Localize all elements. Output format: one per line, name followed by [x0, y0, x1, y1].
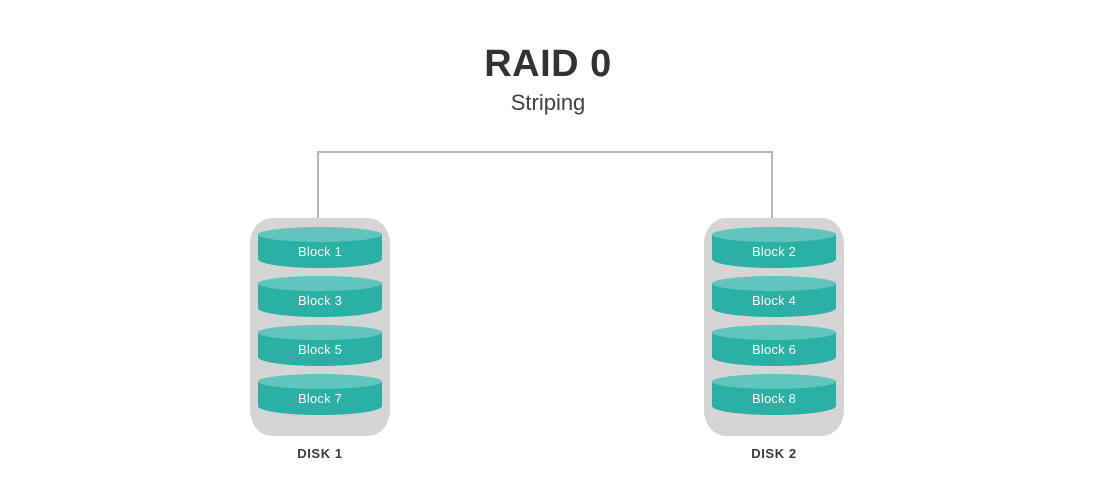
diagram-heading: RAID 0 Striping: [0, 42, 1096, 118]
disk-block[interactable]: Block 6: [712, 325, 836, 369]
disk-block-label: Block 5: [297, 342, 343, 357]
diagram-subtitle: Striping: [510, 90, 586, 115]
disk-block-stack: Block 1 Block 3 Block 5 Block 7: [258, 227, 382, 427]
disk-caption: DISK 2: [751, 446, 797, 461]
disk-block[interactable]: Block 4: [712, 276, 836, 320]
disk-block[interactable]: Block 5: [258, 325, 382, 369]
disk-block[interactable]: Block 8: [712, 374, 836, 418]
cylinder-top-icon: [712, 276, 836, 291]
disk-block-label: Block 8: [751, 391, 797, 406]
cylinder-top-icon: [258, 374, 382, 389]
disk-block[interactable]: Block 2: [712, 227, 836, 271]
cylinder-top-icon: [258, 325, 382, 340]
disk-block-stack: Block 2 Block 4 Block 6 Block 8: [712, 227, 836, 427]
disk-block-label: Block 7: [297, 391, 343, 406]
cylinder-top-icon: [712, 227, 836, 242]
disk-block-label: Block 6: [751, 342, 797, 357]
cylinder-top-icon: [712, 325, 836, 340]
disk-block-label: Block 1: [297, 244, 343, 259]
cylinder-top-icon: [258, 276, 382, 291]
connector-path: [317, 151, 773, 231]
disk-block-label: Block 3: [297, 293, 343, 308]
diagram-title: RAID 0: [484, 43, 612, 85]
cylinder-top-icon: [258, 227, 382, 242]
disk-block[interactable]: Block 7: [258, 374, 382, 418]
disk-block-label: Block 2: [751, 244, 797, 259]
cylinder-top-icon: [712, 374, 836, 389]
disk-block[interactable]: Block 3: [258, 276, 382, 320]
disk-caption: DISK 1: [297, 446, 343, 461]
disk-block[interactable]: Block 1: [258, 227, 382, 271]
disk-block-label: Block 4: [751, 293, 797, 308]
